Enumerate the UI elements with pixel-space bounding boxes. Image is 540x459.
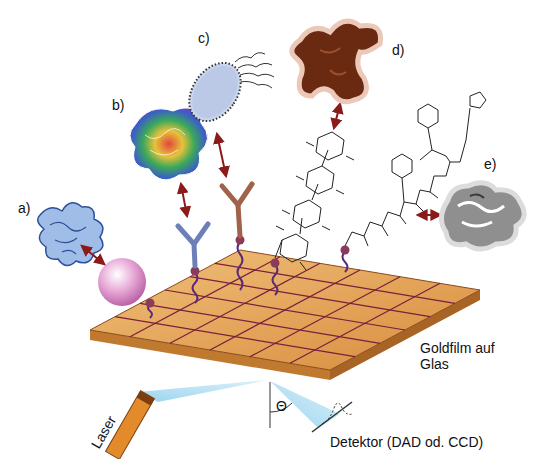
plate-label: Goldfilm auf Glas [420,340,500,372]
reflected-beam [270,381,340,428]
binding-arrow [82,246,104,264]
detector-symbol [312,402,352,432]
oligosaccharide [275,132,354,270]
callout-letter: a) [18,200,30,216]
angle-symbol: Θ [276,398,287,414]
detector-label: Detektor (DAD od. CCD) [330,434,483,450]
linker-heads [146,236,350,308]
linker-chains [148,242,348,318]
receptor-sphere [98,258,146,306]
laser-beam [138,380,268,402]
binding-arrow [181,184,187,216]
analyte-d [292,21,381,102]
callout-letter: c) [198,30,210,46]
analyte-e [441,183,524,249]
binding-arrow [334,104,340,128]
callout-letter: b) [112,97,124,113]
binding-arrow [217,134,226,176]
binding-arrow [418,214,440,216]
analyte-c [179,53,274,131]
callout-letter: d) [392,42,404,58]
normal-line [270,382,271,428]
antibody-c [222,184,252,236]
antibody-b [178,224,208,266]
callout-letter: e) [484,156,496,172]
